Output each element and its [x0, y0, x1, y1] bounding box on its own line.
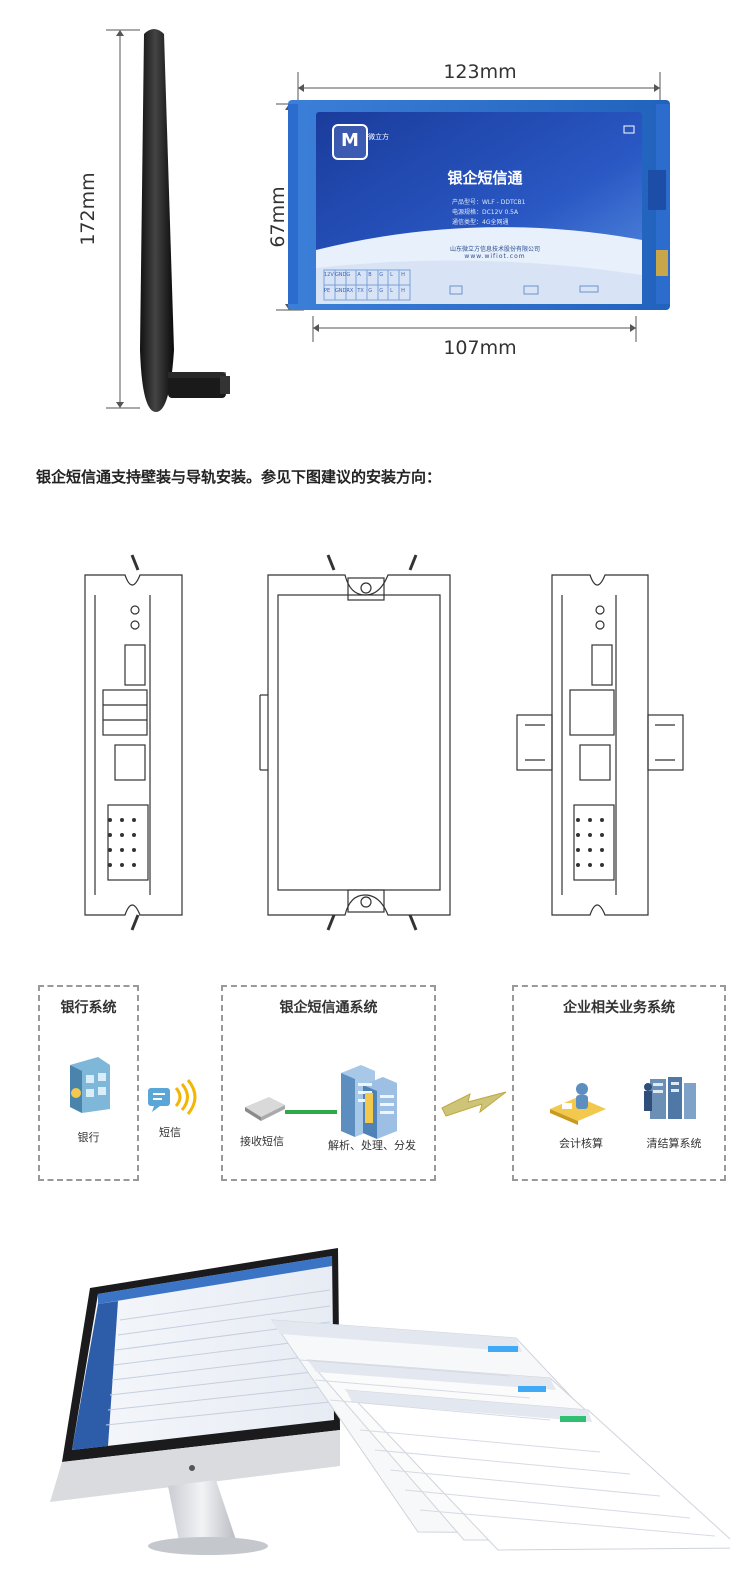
antenna-height-label: 172mm: [77, 172, 99, 246]
process-label: 解析、处理、分发: [328, 1139, 416, 1152]
bank-label: 银行: [77, 1131, 100, 1144]
installation-drawings: [84, 554, 684, 931]
logo-letter: M: [341, 130, 359, 151]
device-width-dimension: [297, 72, 661, 100]
accounting-label: 会计核算: [559, 1137, 603, 1150]
logo-subtitle: 微立方: [368, 133, 389, 141]
company-name: 山东微立方信息技术股份有限公司: [449, 246, 540, 253]
sms-signal-icon: [148, 1079, 197, 1115]
terminal-label: GND: [334, 272, 347, 278]
terminal-label: L: [390, 272, 393, 278]
clearing-system-label: 清结算系统: [646, 1137, 702, 1150]
company-website: www.wifiot.com: [464, 253, 526, 260]
enterprise-system-box: 企业相关业务系统 会计核算 清结算系统: [512, 985, 726, 1181]
antenna-image: [140, 29, 230, 412]
receive-sms-label: 接收短信: [240, 1135, 284, 1148]
terminal-label: PE: [324, 288, 331, 294]
link-line: [285, 1110, 337, 1114]
terminal-label: G: [379, 272, 384, 278]
terminal-label: G: [368, 288, 373, 294]
terminal-label: L: [390, 288, 393, 294]
terminal-label: A: [357, 272, 361, 278]
spec-network: 通信类型：4G全网通: [452, 219, 509, 226]
software-monitor-mockup: [50, 1248, 730, 1555]
accounting-icon: [550, 1083, 606, 1125]
device-section: 123mm 67mm: [267, 40, 690, 370]
spec-power: 电源规格：DC12V 0.5A: [452, 209, 519, 216]
spec-model: 产品型号：WLF - DDTCB1: [452, 199, 526, 206]
enterprise-system-title: 企业相关业务系统: [563, 1000, 675, 1016]
terminal-label: TX: [357, 288, 364, 294]
connection-lightning-icon: [441, 1091, 507, 1117]
antenna-section: 172mm: [0, 0, 260, 430]
terminal-label: RX: [346, 288, 354, 294]
sms-receiver-icon: [245, 1097, 285, 1121]
terminal-label: G: [379, 288, 384, 294]
terminal-labels-top: 12V GND G A B G L H: [324, 272, 412, 278]
device-depth-dimension: [312, 316, 637, 342]
device-width-label: 123mm: [443, 61, 517, 83]
installation-caption: 银企短信通支持壁装与导轨安装。参见下图建议的安装方向：: [36, 468, 442, 486]
bank-system-title: 银行系统: [60, 1000, 117, 1016]
core-system-box: 银企短信通系统 接收短信 解析、处理、分发: [221, 985, 436, 1181]
terminal-label: GND: [334, 288, 347, 294]
device-logo: M: [332, 124, 368, 160]
core-system-title: 银企短信通系统: [279, 1000, 378, 1016]
sms-label: 短信: [159, 1126, 181, 1139]
antenna-dimension-line: [106, 29, 140, 409]
terminal-label: 12V: [324, 272, 334, 278]
clearing-system-icon: [644, 1077, 696, 1119]
device-height-label: 67mm: [267, 186, 289, 248]
bank-building-icon: [70, 1057, 110, 1113]
terminal-label: H: [401, 288, 405, 294]
device-depth-label: 107mm: [443, 337, 517, 359]
terminal-label: B: [368, 272, 372, 278]
product-name: 银企短信通: [447, 169, 523, 187]
terminal-label: G: [346, 272, 351, 278]
bank-system-box: 银行系统 银行: [38, 985, 139, 1181]
device-image: [288, 100, 670, 310]
server-rack-icon: [341, 1065, 397, 1139]
terminal-labels-bottom: PE GND RX TX G G L H: [324, 288, 412, 294]
terminal-label: H: [401, 272, 405, 278]
